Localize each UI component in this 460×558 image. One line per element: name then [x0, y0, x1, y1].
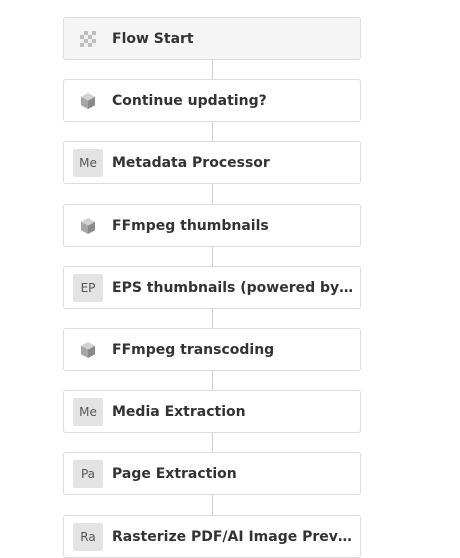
connector-line: [212, 184, 213, 204]
abbreviation-icon: Me: [64, 142, 112, 183]
node-label: EPS thumbnails (powered by Im...: [112, 279, 354, 296]
cube-icon: [64, 205, 112, 246]
abbreviation-icon: Me: [64, 391, 112, 432]
checkered-flag-icon: [64, 18, 112, 59]
node-label: FFmpeg thumbnails: [112, 217, 269, 234]
abbreviation-icon: Ra: [64, 516, 112, 557]
node-label: Rasterize PDF/AI Image Previe...: [112, 528, 354, 545]
connector-line: [212, 247, 213, 266]
connector-line: [212, 309, 213, 328]
connector-line: [212, 433, 213, 452]
flow-node-ffmpeg-transcoding[interactable]: FFmpeg transcoding: [63, 328, 361, 371]
flow-node-ffmpeg-thumbnails[interactable]: FFmpeg thumbnails: [63, 204, 361, 247]
node-label: Media Extraction: [112, 403, 246, 420]
abbreviation-badge: Pa: [73, 459, 103, 488]
abbreviation-badge: Ra: [73, 522, 103, 551]
cube-icon: [64, 80, 112, 121]
abbreviation-badge: EP: [73, 273, 103, 302]
node-label: Continue updating?: [112, 92, 267, 109]
flow-node-rasterize-pdf[interactable]: Ra Rasterize PDF/AI Image Previe...: [63, 515, 361, 558]
flow-node-continue-updating[interactable]: Continue updating?: [63, 79, 361, 122]
node-label: Flow Start: [112, 30, 194, 47]
flow-node-eps-thumbnails[interactable]: EP EPS thumbnails (powered by Im...: [63, 266, 361, 309]
node-label: Page Extraction: [112, 465, 237, 482]
connector-line: [212, 60, 213, 79]
flow-node-flow-start[interactable]: Flow Start: [63, 17, 361, 60]
connector-line: [212, 371, 213, 390]
abbreviation-icon: Pa: [64, 453, 112, 494]
flow-node-metadata-processor[interactable]: Me Metadata Processor: [63, 141, 361, 184]
abbreviation-icon: EP: [64, 267, 112, 308]
cube-icon: [64, 329, 112, 370]
abbreviation-badge: Me: [73, 397, 103, 426]
node-label: FFmpeg transcoding: [112, 341, 275, 358]
flow-diagram: Flow Start Continue updating? Me Metadat…: [63, 17, 361, 558]
flow-node-page-extraction[interactable]: Pa Page Extraction: [63, 452, 361, 495]
node-label: Metadata Processor: [112, 154, 270, 171]
flow-node-media-extraction[interactable]: Me Media Extraction: [63, 390, 361, 433]
connector-line: [212, 495, 213, 515]
connector-line: [212, 122, 213, 141]
abbreviation-badge: Me: [73, 148, 103, 177]
